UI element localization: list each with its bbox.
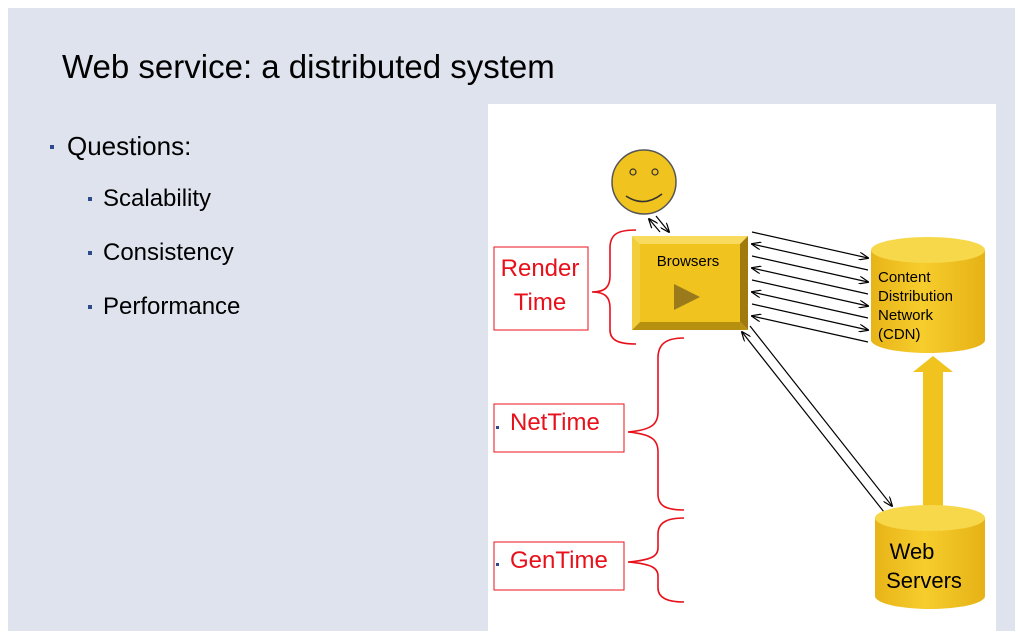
bullet-marker xyxy=(88,251,92,255)
cdn-cylinder: Content Distribution Network (CDN) xyxy=(871,237,985,353)
bullet-performance-text: Performance xyxy=(103,293,241,320)
architecture-diagram: Browsers Content Distribution Network (C… xyxy=(493,149,985,609)
webserver-to-cdn-thick-arrow xyxy=(913,356,953,506)
play-icon xyxy=(674,284,700,310)
bullet-consistency: Consistency xyxy=(88,239,234,267)
browsers-label: Browsers xyxy=(657,253,720,270)
bullet-performance: Performance xyxy=(88,293,240,321)
webserver-to-browser-arrow xyxy=(742,332,885,513)
slide-title: Web service: a distributed system xyxy=(62,48,555,85)
user-to-browser-arrow xyxy=(655,215,669,232)
gen-time-brace xyxy=(627,517,685,603)
net-time-bullet xyxy=(496,426,499,429)
render-time-annotation: Render Time xyxy=(493,229,637,345)
cdn-label-line-3: Network xyxy=(878,307,934,324)
gen-time-bullet xyxy=(496,563,499,566)
browser-box: Browsers xyxy=(632,236,748,330)
bullet-questions-text: Questions: xyxy=(67,131,192,161)
user-smiley-icon xyxy=(611,149,677,215)
bullet-marker xyxy=(50,144,54,149)
net-time-annotation: NetTime xyxy=(493,337,685,511)
web-servers-line-2: Servers xyxy=(886,568,962,593)
bullet-marker xyxy=(88,305,92,309)
browser-to-user-arrow xyxy=(649,219,661,233)
gen-time-label: GenTime xyxy=(510,547,608,574)
bullet-consistency-text: Consistency xyxy=(103,239,234,266)
gen-time-annotation: GenTime xyxy=(493,517,685,603)
bullet-scalability-text: Scalability xyxy=(103,185,212,212)
render-time-line-2: Time xyxy=(514,289,566,316)
web-servers-cylinder: Web Servers xyxy=(875,505,985,609)
net-time-label: NetTime xyxy=(510,409,600,436)
net-time-brace xyxy=(627,337,685,511)
browser-to-webserver-arrow xyxy=(749,325,892,506)
cdn-label-line-4: (CDN) xyxy=(878,326,921,343)
bullet-scalability: Scalability xyxy=(88,185,211,213)
cdn-label-line-1: Content xyxy=(878,269,931,286)
render-time-line-1: Render xyxy=(501,255,580,282)
bullet-marker xyxy=(88,197,92,201)
web-servers-line-1: Web xyxy=(890,539,935,564)
bullet-questions: Questions: xyxy=(50,131,191,162)
diagram-panel: Browsers Content Distribution Network (C… xyxy=(488,104,996,639)
render-time-brace xyxy=(591,229,637,345)
browser-cdn-arrows xyxy=(752,231,868,343)
cdn-label-line-2: Distribution xyxy=(878,288,953,305)
